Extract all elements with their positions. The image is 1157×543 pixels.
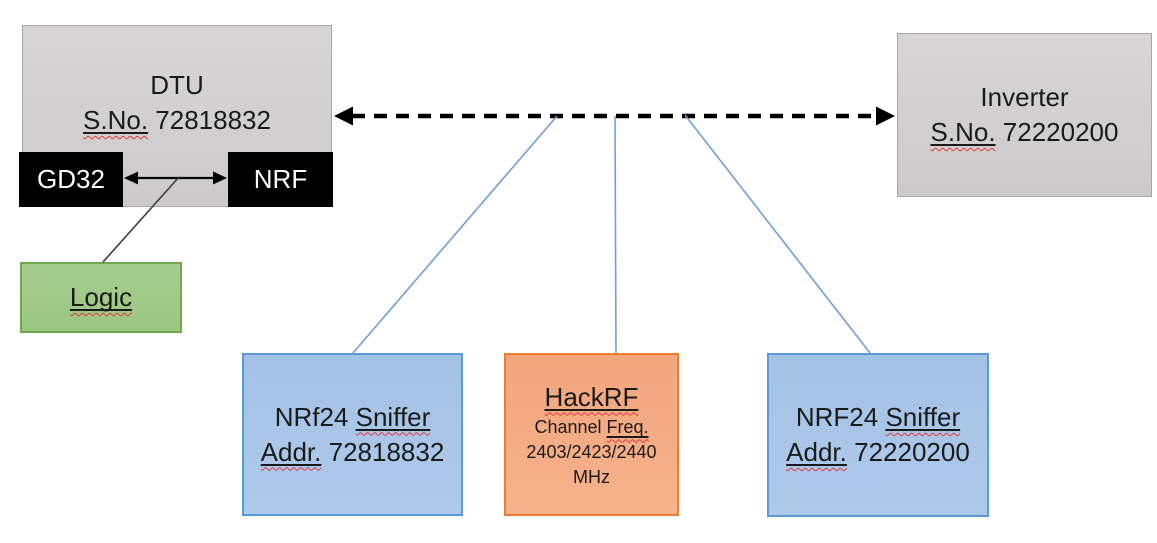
logic-box: Logic bbox=[20, 262, 182, 333]
sniffer-left-addr-label: Addr. bbox=[260, 436, 322, 467]
inverter-title: Inverter bbox=[980, 82, 1069, 112]
sniffer-right-brand: NRF24 bbox=[795, 402, 879, 432]
dtu-title: DTU bbox=[150, 70, 204, 100]
hackrf-tap-line bbox=[614, 115, 617, 354]
sniffer-right-addr-label: Addr. bbox=[786, 437, 847, 467]
hackrf-title-line: HackRF bbox=[545, 380, 639, 415]
nrf-chip: NRF bbox=[228, 152, 333, 207]
hackrf-frequencies: 2403/2423/2440 MHz bbox=[526, 441, 657, 487]
sniffer-right-addr-line: Addr. 72220200 bbox=[786, 435, 970, 470]
inverter-serial-number: 72220200 bbox=[1002, 117, 1119, 147]
hackrf-title: HackRF bbox=[544, 381, 639, 412]
sniffer-left-addr-line: Addr. 72818832 bbox=[261, 435, 445, 470]
sniffer-right-role: Sniffer bbox=[885, 402, 961, 432]
logic-label-underline: Logic bbox=[70, 282, 132, 312]
sniffer-right-addr-number: 72220200 bbox=[854, 437, 970, 467]
arrowhead-left-icon bbox=[334, 106, 353, 126]
logic-label: Logic bbox=[69, 282, 133, 312]
sniffer-right-addr-label-underline: Addr. bbox=[786, 437, 847, 467]
sniffer-left-role-underline: Sniffer bbox=[356, 402, 431, 432]
sniffer-left-role: Sniffer bbox=[355, 401, 431, 432]
nrf-chip-label: NRF bbox=[253, 164, 308, 194]
sniffer-left-tap-line bbox=[352, 115, 558, 354]
dtu-serial-number: 72818832 bbox=[155, 105, 271, 135]
dtu-inverter-wireless-link-arrow bbox=[334, 106, 895, 126]
sniffer-right-role-underline: Sniffer bbox=[885, 402, 960, 432]
inverter-serial-label: S.No. bbox=[930, 117, 996, 147]
hackrf-box: HackRF Channel Freq. 2403/2423/2440 MHz bbox=[504, 353, 679, 516]
hackrf-title-underline: HackRF bbox=[545, 382, 639, 412]
sniffer-right-title-line: NRF24 Sniffer bbox=[796, 400, 960, 435]
hackrf-channel-word: Channel bbox=[534, 416, 602, 437]
inverter-serial-line: S.No. 72220200 bbox=[931, 115, 1119, 150]
sniffer-right-tap-line bbox=[684, 114, 871, 354]
gd32-chip: GD32 bbox=[19, 152, 123, 207]
sniffer-left-title-line: NRf24 Sniffer bbox=[275, 400, 431, 435]
dtu-serial-label-underline: S.No. bbox=[83, 105, 148, 135]
sniffer-left-addr-label-underline: Addr. bbox=[261, 437, 322, 467]
inverter-serial-label-underline: S.No. bbox=[931, 117, 996, 147]
sniffer-right-box: NRF24 Sniffer Addr. 72220200 bbox=[767, 353, 989, 517]
dtu-serial-line: S.No. 72818832 bbox=[83, 103, 271, 138]
hackrf-freq-word-underline: Freq. bbox=[607, 417, 649, 437]
sniffer-left-box: NRf24 Sniffer Addr. 72818832 bbox=[242, 353, 463, 516]
gd32-chip-label: GD32 bbox=[37, 164, 105, 194]
sniffer-left-brand: NRf24 bbox=[274, 401, 349, 432]
dtu-serial-label: S.No. bbox=[83, 105, 149, 135]
arrowhead-right-icon bbox=[876, 106, 895, 126]
sniffer-left-addr-number: 72818832 bbox=[328, 436, 445, 467]
hackrf-freq-word: Freq. bbox=[606, 416, 649, 437]
logic-label-line: Logic bbox=[70, 280, 132, 315]
inverter-box: Inverter S.No. 72220200 bbox=[897, 33, 1152, 197]
hackrf-channel-line: Channel Freq. bbox=[534, 415, 648, 440]
